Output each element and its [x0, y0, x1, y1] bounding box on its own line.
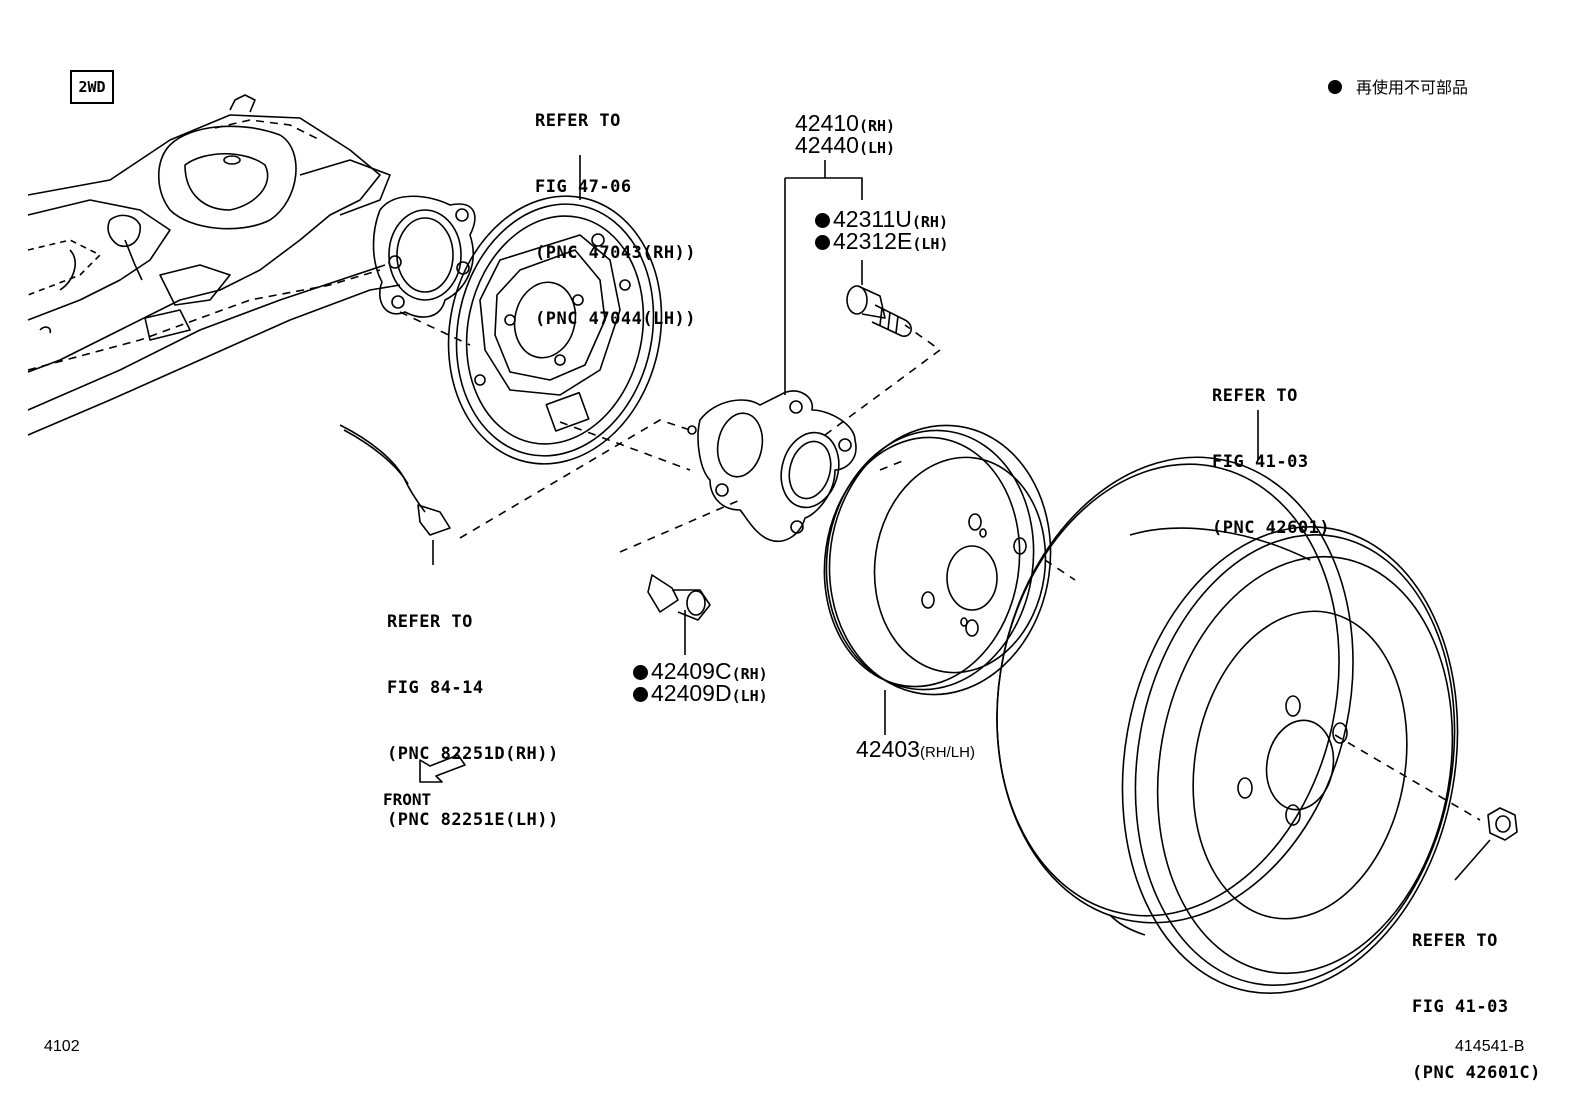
part-number: 42312E	[833, 228, 913, 254]
wheel-drawing	[996, 456, 1459, 994]
hub-bearing-drawing	[687, 390, 857, 542]
ref-line: (PNC 42601)	[1212, 518, 1331, 538]
non-reusable-icon	[815, 213, 830, 228]
ref-wheel-nut[interactable]: REFER TO FIG 41-03 (PNC 42601C)	[1412, 886, 1541, 1099]
legend-text: 再使用不可部品	[1356, 78, 1469, 97]
ref-line: FIG 84-14	[387, 678, 484, 698]
ref-line: REFER TO	[1412, 931, 1498, 951]
ref-line: (PNC 47043(RH))	[535, 243, 697, 263]
front-label: FRONT	[383, 790, 432, 809]
ref-line: (PNC 82251E(LH))	[387, 810, 559, 830]
backing-plate-drawing	[447, 195, 663, 465]
front-arrow-icon	[419, 754, 466, 783]
ref-line: REFER TO	[1212, 386, 1298, 406]
alignment-lines	[399, 311, 1481, 821]
part-stud-rh[interactable]: 42311U(RH)	[815, 208, 948, 233]
ref-speed-sensor[interactable]: REFER TO FIG 84-14 (PNC 82251D(RH)) (PNC…	[387, 567, 559, 853]
part-hub-lh[interactable]: 42440(LH)	[795, 134, 895, 159]
part-side: (RH)	[911, 213, 948, 231]
part-side: (RH)	[858, 117, 896, 135]
part-side: (RH)	[731, 665, 768, 683]
part-brake-drum[interactable]: 42403(RH/LH)	[856, 738, 975, 764]
2wd-tag: 2WD	[70, 70, 114, 104]
part-number: 42440	[795, 132, 859, 158]
bullet-icon	[1328, 80, 1342, 94]
part-bolt-lh[interactable]: 42409D(LH)	[633, 682, 768, 707]
part-side: (LH)	[912, 235, 949, 253]
part-number: 42409C	[651, 658, 732, 684]
part-side: (RH/LH)	[919, 744, 975, 761]
ref-wheel[interactable]: REFER TO FIG 41-03 (PNC 42601)	[1212, 341, 1330, 561]
part-number: 42409D	[651, 680, 732, 706]
brake-drum-drawing	[823, 424, 1052, 696]
ref-line: REFER TO	[535, 111, 621, 131]
ref-line: FIG 41-03	[1412, 997, 1509, 1017]
ref-line: (PNC 47044(LH))	[535, 309, 697, 329]
axle-beam-drawing	[27, 94, 401, 436]
legend: 再使用不可部品	[1328, 74, 1468, 98]
wheel-nut-drawing	[1487, 807, 1518, 841]
part-number: 42403	[856, 736, 920, 762]
non-reusable-icon	[633, 665, 648, 680]
part-bolt-rh[interactable]: 42409C(RH)	[633, 660, 768, 685]
part-number: 42311U	[833, 206, 912, 232]
leader-lines	[432, 155, 1491, 881]
speed-sensor-drawing	[339, 424, 451, 536]
ref-line: FIG 41-03	[1212, 452, 1309, 472]
footer-page-number: 4102	[44, 1038, 80, 1055]
ref-line: REFER TO	[387, 612, 473, 632]
axle-flange-drawing	[372, 195, 476, 318]
part-stud-lh[interactable]: 42312E(LH)	[815, 230, 948, 255]
part-number: 42410	[795, 110, 859, 136]
ref-line: (PNC 82251D(RH))	[387, 744, 559, 764]
ref-backing-plate[interactable]: REFER TO FIG 47-06 (PNC 47043(RH)) (PNC …	[535, 66, 696, 352]
hub-bolt-drawing	[647, 574, 711, 621]
non-reusable-icon	[633, 687, 648, 702]
ref-line: (PNC 42601C)	[1412, 1063, 1541, 1083]
part-hub-rh[interactable]: 42410(RH)	[795, 112, 895, 137]
part-side: (LH)	[731, 687, 768, 705]
ref-line: FIG 47-06	[535, 177, 632, 197]
hub-stud-drawing	[846, 285, 912, 337]
part-side: (LH)	[858, 139, 896, 157]
footer-figure-id: 414541-B	[1455, 1038, 1525, 1055]
non-reusable-icon	[815, 235, 830, 250]
